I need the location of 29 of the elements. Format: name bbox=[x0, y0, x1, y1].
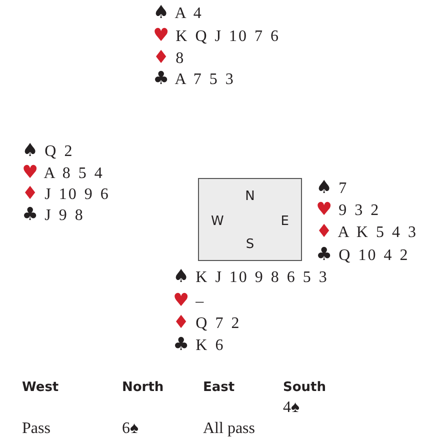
suit-holding: ♣ A 7 5 3 bbox=[153, 69, 235, 89]
suit-holding: ♠ Q 2 bbox=[22, 141, 74, 161]
suit-holding: ♠ A 4 bbox=[153, 3, 203, 23]
suit-holding: ♣ J 9 8 bbox=[22, 205, 84, 225]
suit-holding: ♦ Q 7 2 bbox=[173, 313, 241, 333]
suit-holding: ♥ 9 3 2 bbox=[316, 200, 380, 220]
direction-letter: E bbox=[280, 214, 289, 229]
direction-letter: W bbox=[211, 214, 224, 229]
suit-holding: ♦ 8 bbox=[153, 48, 186, 68]
seat-header: South bbox=[283, 380, 326, 396]
seat-header: East bbox=[203, 380, 235, 396]
suit-holding: ♥ K Q J 10 7 6 bbox=[153, 26, 280, 46]
suit-holding: ♦ J 10 9 6 bbox=[22, 184, 110, 204]
bid-call: 4♠ bbox=[283, 398, 300, 417]
suit-holding: ♠ 7 bbox=[316, 178, 348, 198]
bid-call: Pass bbox=[22, 419, 50, 438]
seat-header: West bbox=[22, 380, 59, 396]
seat-header: North bbox=[122, 380, 164, 396]
bid-call: 6♠ bbox=[122, 419, 138, 438]
suit-holding: ♥ – bbox=[173, 291, 206, 311]
suit-holding: ♦ A K 5 4 3 bbox=[316, 222, 418, 242]
suit-holding: ♣ Q 10 4 2 bbox=[316, 245, 410, 265]
direction-letter: N bbox=[245, 189, 255, 204]
direction-letter: S bbox=[246, 237, 254, 252]
suit-holding: ♠ K J 10 9 8 6 5 3 bbox=[173, 267, 328, 287]
bid-call: All pass bbox=[203, 419, 255, 438]
suit-holding: ♥ A 8 5 4 bbox=[22, 163, 104, 183]
compass-box bbox=[198, 178, 302, 261]
suit-holding: ♣ K 6 bbox=[173, 335, 225, 355]
